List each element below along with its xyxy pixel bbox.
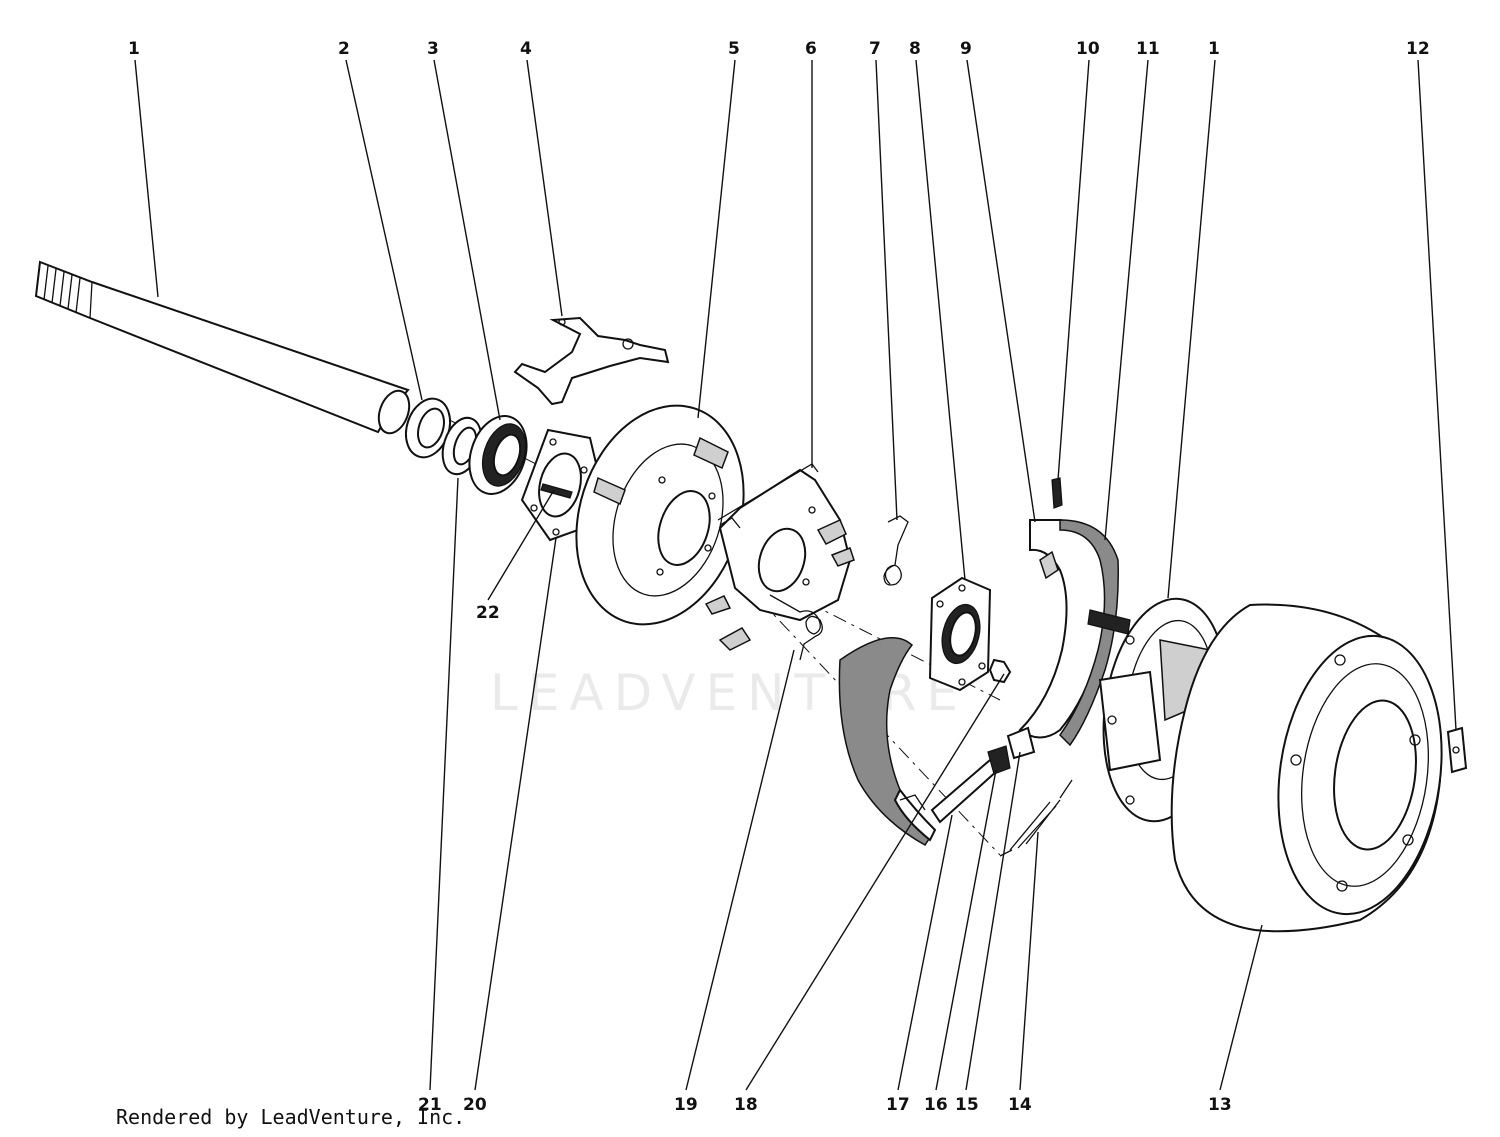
callout-21: 21 [418, 1095, 442, 1115]
callout-18: 18 [734, 1095, 758, 1115]
callout-13: 13 [1208, 1095, 1232, 1115]
callouts: 1 2 3 4 5 6 7 8 9 10 11 1 12 13 14 15 16… [128, 39, 1430, 1115]
callout-7: 7 [869, 39, 881, 59]
bearing-part [468, 415, 528, 495]
callout-4: 4 [520, 39, 532, 59]
callout-12: 12 [1406, 39, 1430, 59]
adjuster-screw [930, 726, 1036, 824]
lug-nut [1446, 726, 1468, 774]
gasket-part [928, 576, 992, 692]
nut-part [988, 658, 1012, 684]
leader-lines [134, 59, 1457, 1091]
adjuster-spring [999, 779, 1073, 857]
callout-5: 5 [728, 39, 740, 59]
lower-brake-shoe [838, 637, 937, 846]
callout-20: 20 [463, 1095, 487, 1115]
callout-3: 3 [427, 39, 439, 59]
callout-15: 15 [955, 1095, 979, 1115]
seal-part [404, 397, 452, 459]
callout-17: 17 [886, 1095, 910, 1115]
callout-11: 11 [1136, 39, 1160, 59]
clip-part [1051, 477, 1063, 509]
return-spring [769, 594, 823, 661]
brake-drum [1170, 603, 1443, 933]
callout-9: 9 [960, 39, 972, 59]
credit-text: Rendered by LeadVenture, Inc. [116, 1105, 465, 1129]
backing-plate [575, 404, 745, 626]
callout-2: 2 [338, 39, 350, 59]
callout-14: 14 [1008, 1095, 1032, 1115]
upper-brake-shoe [1018, 519, 1119, 747]
callout-1: 1 [128, 39, 140, 59]
callout-8: 8 [909, 39, 921, 59]
callout-22: 22 [476, 603, 500, 623]
callout-16: 16 [924, 1095, 948, 1115]
callout-19: 19 [674, 1095, 698, 1115]
axle-shaft [34, 260, 411, 435]
callout-6: 6 [805, 39, 817, 59]
hold-down-spring [883, 515, 909, 586]
bolt-part [540, 483, 573, 499]
callout-1-hub: 1 [1208, 39, 1220, 59]
brake-lever [513, 316, 670, 406]
callout-10: 10 [1076, 39, 1100, 59]
